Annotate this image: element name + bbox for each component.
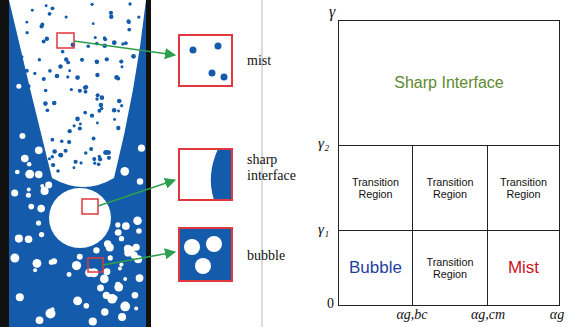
zoom-marker xyxy=(88,258,103,272)
zoom-box: sharp interface xyxy=(178,148,233,201)
gas-core xyxy=(9,0,146,187)
zoom-bubble xyxy=(179,228,232,281)
liquid xyxy=(9,0,146,327)
zoom-label: mist xyxy=(247,53,287,69)
regime-label: Transition Region xyxy=(413,256,487,281)
regime-cell: Transition Region xyxy=(338,145,413,231)
zoom-box: mist xyxy=(178,34,233,87)
tube-wall xyxy=(0,0,9,327)
zoom-mist xyxy=(190,43,228,81)
axis-label: αg,bc xyxy=(396,307,427,323)
zoom-label: sharp interface xyxy=(247,152,317,184)
axis-label: 0 xyxy=(327,296,334,312)
axis-label: γ₂ xyxy=(318,135,329,152)
zoom-interface xyxy=(211,149,232,200)
regime-cell: Sharp Interface xyxy=(338,20,560,146)
zoom-marker xyxy=(82,199,98,214)
regime-label: Bubble xyxy=(345,258,406,278)
zoom-marker xyxy=(57,33,74,48)
axis-label: γ₁ xyxy=(318,221,329,238)
regime-label: Transition Region xyxy=(413,176,487,201)
regime-cell: Bubble xyxy=(338,230,413,306)
droplets xyxy=(10,2,145,325)
regime-label: Transition Region xyxy=(339,176,412,201)
axis-label: αg,cm xyxy=(471,307,505,323)
axis-label: αg xyxy=(550,307,564,323)
tube-wall xyxy=(146,0,151,327)
leader-arrow xyxy=(103,252,175,265)
leader-arrows xyxy=(74,41,175,265)
leader-arrow xyxy=(98,180,175,206)
zoom-label: bubble xyxy=(247,248,307,264)
regime-cell: Transition Region xyxy=(412,145,488,231)
zoom-box: bubble xyxy=(178,227,233,282)
regime-label: Transition Region xyxy=(488,176,559,201)
regime-cell: Transition Region xyxy=(412,230,488,306)
regime-cell: Transition Region xyxy=(487,145,560,231)
axis-label: γ xyxy=(329,3,335,21)
leader-arrow xyxy=(74,41,175,55)
regime-label: Mist xyxy=(504,258,543,278)
regime-cell: Mist xyxy=(487,230,560,306)
regime-label: Sharp Interface xyxy=(390,74,507,92)
taylor-bubble xyxy=(49,188,111,248)
